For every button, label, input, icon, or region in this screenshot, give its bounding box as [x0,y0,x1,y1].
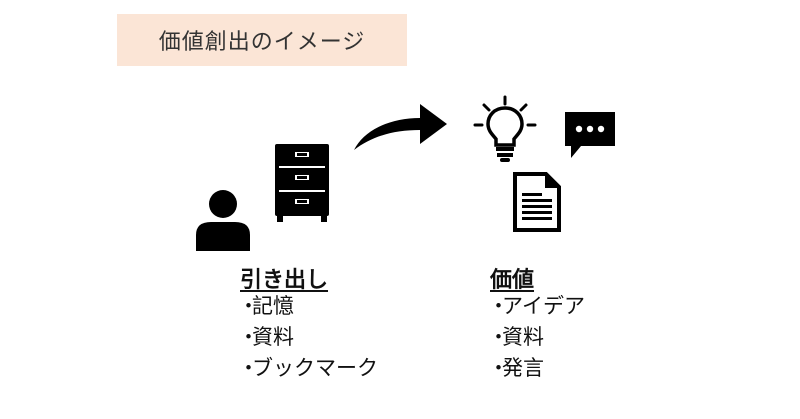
person-icon [196,190,250,251]
value-heading: 価値 [490,268,535,293]
value-list: ・アイデア ・資料 ・発言 [488,291,585,384]
curved-arrow-icon [354,104,447,150]
source-list: ・記憶 ・資料 ・ブックマーク [238,291,378,384]
speech-bubble-icon [565,112,615,158]
lightbulb-icon [473,95,537,162]
source-heading: 引き出し [240,268,329,293]
document-icon [513,172,561,232]
title-box: 価値創出のイメージ [117,14,407,66]
diagram-title: 価値創出のイメージ [158,30,366,55]
list-item: ・資料 [488,325,544,349]
list-item: ・アイデア [488,294,585,318]
list-item: ・記憶 [238,294,294,318]
list-item: ・ブックマーク [238,356,378,380]
list-item: ・資料 [238,325,294,349]
list-item: ・発言 [488,356,544,380]
file-cabinet-icon [275,144,329,222]
